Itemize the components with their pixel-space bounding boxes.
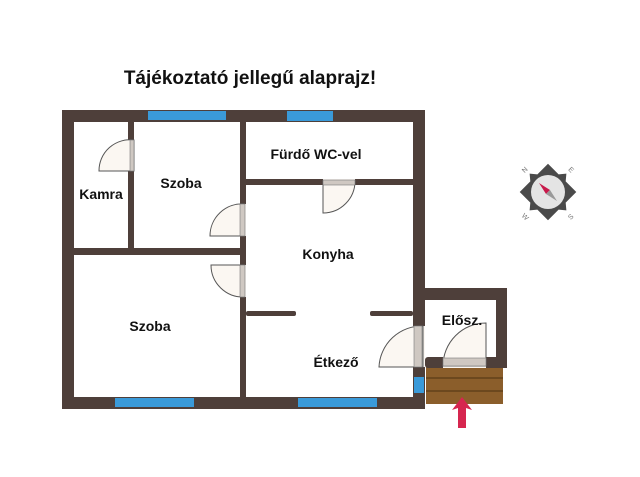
compass-w: W: [520, 213, 530, 223]
compass-s: S: [567, 213, 575, 221]
entrance-arrow-icon: [452, 397, 472, 428]
window: [148, 111, 226, 120]
room-label-etkezo: Étkező: [313, 354, 358, 370]
window: [298, 398, 377, 407]
room-label-eloszoba: Elősz.: [442, 312, 482, 328]
room-label-szoba-top: Szoba: [160, 175, 201, 191]
entrance-steps: [426, 366, 503, 404]
door-etkezo: [378, 325, 424, 368]
room-label-kamra: Kamra: [79, 186, 123, 202]
room-label-furdo: Fürdő WC-vel: [271, 146, 362, 162]
door-furdo: [322, 180, 356, 214]
door-szoba-top: [209, 203, 245, 237]
door-kamra: [98, 139, 135, 172]
room-label-konyha: Konyha: [302, 246, 354, 262]
plan-title: Tájékoztató jellegű alaprajz!: [124, 68, 376, 89]
compass-e: E: [567, 166, 575, 174]
window: [414, 377, 424, 393]
window: [115, 398, 194, 407]
compass-n: N: [521, 166, 530, 175]
windows: [115, 111, 424, 407]
door-szoba-bottom: [210, 264, 245, 298]
doors: [98, 139, 487, 368]
compass-icon: N E W S: [519, 163, 577, 223]
window: [287, 111, 333, 121]
room-label-szoba-bottom: Szoba: [129, 318, 170, 334]
